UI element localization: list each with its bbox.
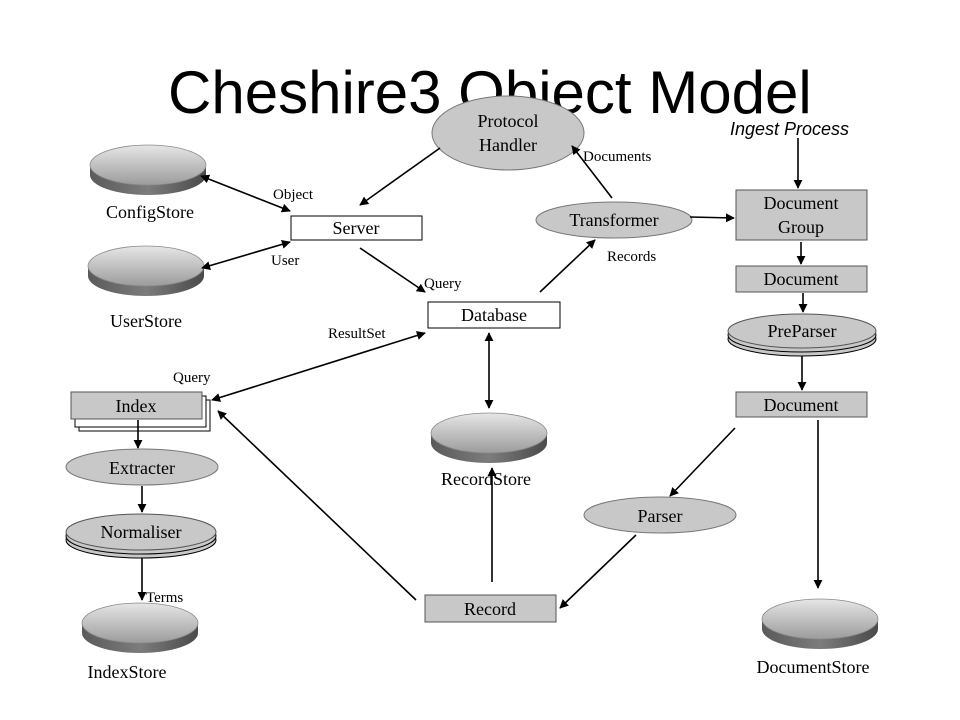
- preparser-label: PreParser: [768, 321, 837, 341]
- userstore-disk: UserStore: [87, 245, 205, 331]
- preparser-node: PreParser: [727, 313, 877, 357]
- edge-configstore-server: [200, 174, 291, 213]
- database-node: Database: [427, 301, 561, 329]
- extracter-label: Extracter: [109, 458, 175, 478]
- edge-transformer-protocolhandler: [571, 145, 613, 199]
- configstore-label: ConfigStore: [106, 202, 194, 222]
- transformer-label: Transformer: [569, 210, 658, 230]
- edge-label-user: User: [271, 253, 299, 269]
- server-node: Server: [290, 215, 423, 241]
- edge-userstore-server: [201, 239, 291, 271]
- parser-node: Parser: [583, 496, 737, 534]
- extracter-node: Extracter: [65, 448, 219, 486]
- document-top-label: Document: [764, 269, 839, 289]
- transformer-node: Transformer: [535, 201, 693, 239]
- indexstore-disk: IndexStore: [81, 602, 199, 682]
- documentstore-label: DocumentStore: [757, 657, 870, 677]
- database-label: Database: [461, 305, 527, 325]
- edge-label-query-index: Query: [173, 370, 211, 386]
- edge-label-terms: Terms: [146, 590, 183, 606]
- documentstore-disk: DocumentStore: [757, 598, 879, 677]
- edge-record-index: [217, 410, 417, 601]
- record-node: Record: [424, 594, 557, 623]
- record-label: Record: [464, 599, 516, 619]
- edge-database-transformer: [539, 239, 596, 293]
- document-node-mid: Document: [735, 391, 868, 418]
- edge-label-resultset: ResultSet: [328, 326, 386, 342]
- edge-transformer-documentgroup: [689, 213, 735, 223]
- edge-label-object: Object: [273, 187, 314, 203]
- recordstore-disk: RecordStore: [430, 412, 548, 489]
- normaliser-label: Normaliser: [101, 522, 182, 542]
- indexstore-label: IndexStore: [88, 662, 167, 682]
- edge-protocolhandler-server: [359, 147, 441, 206]
- index-node: Index: [70, 391, 211, 432]
- document-group-line2: Group: [778, 217, 824, 237]
- parser-label: Parser: [638, 506, 683, 526]
- edge-server-database: [359, 247, 426, 293]
- edge-document-parser: [669, 427, 736, 497]
- configstore-disk: ConfigStore: [89, 144, 207, 222]
- edge-label-query-database: Query: [424, 276, 462, 292]
- document-group-node: Document Group: [735, 189, 868, 241]
- edge-parser-record: [559, 534, 637, 609]
- normaliser-node: Normaliser: [65, 513, 217, 559]
- protocol-handler-line2: Handler: [479, 135, 537, 155]
- index-label: Index: [116, 396, 157, 416]
- document-mid-label: Document: [764, 395, 839, 415]
- server-label: Server: [333, 218, 380, 238]
- edge-database-index: [211, 331, 426, 402]
- ingest-process-label: Ingest Process: [730, 119, 849, 139]
- protocol-handler-node: Protocol Handler: [431, 95, 585, 171]
- edge-label-documents: Documents: [583, 149, 651, 165]
- edge-label-records: Records: [607, 249, 656, 265]
- recordstore-label: RecordStore: [441, 469, 531, 489]
- protocol-handler-line1: Protocol: [478, 111, 539, 131]
- document-node-top: Document: [735, 265, 868, 293]
- userstore-label: UserStore: [110, 311, 182, 331]
- document-group-line1: Document: [764, 193, 839, 213]
